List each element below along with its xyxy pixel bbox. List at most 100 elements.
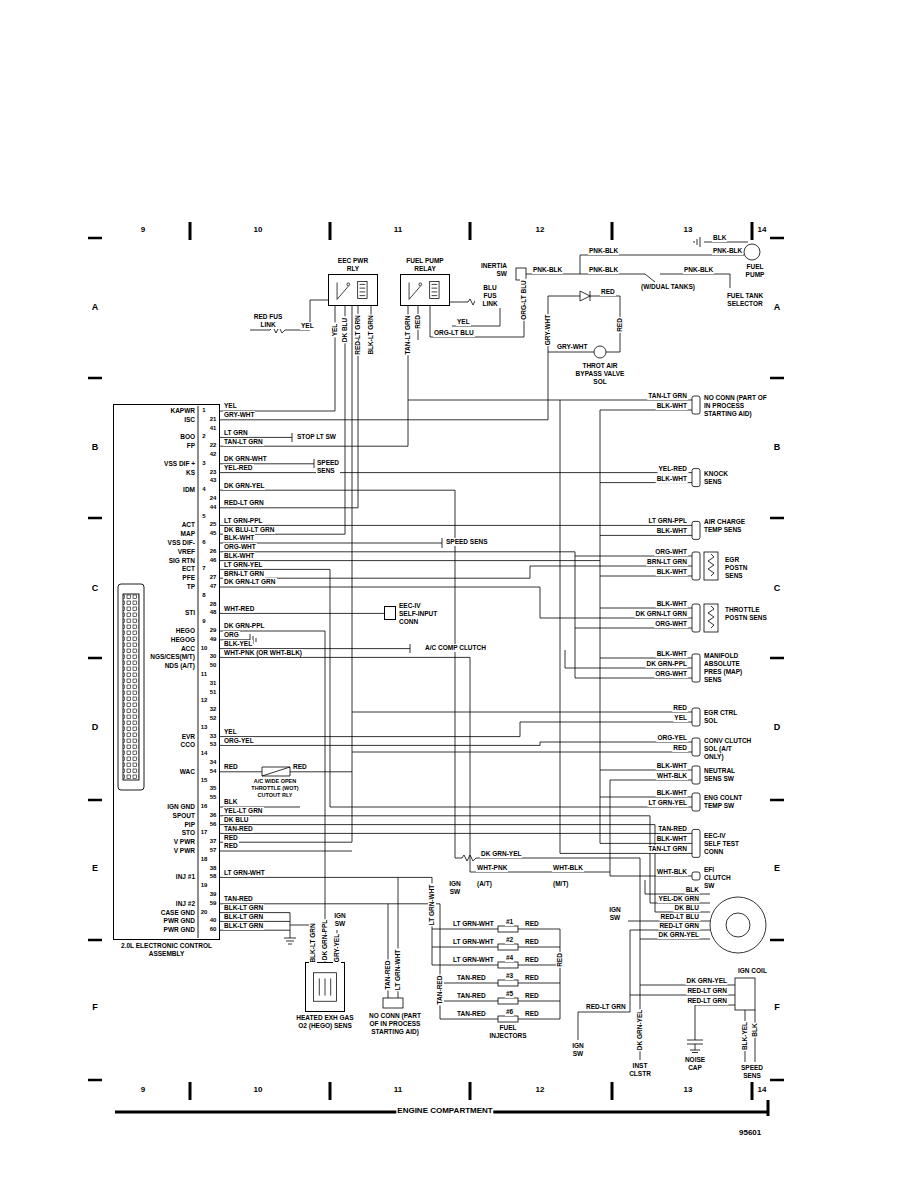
part-label: RED bbox=[616, 317, 624, 333]
pin-number: 3 bbox=[201, 460, 206, 467]
part-label: SPEED SENS bbox=[445, 538, 489, 546]
part-label: ORG-WHT bbox=[654, 670, 688, 678]
part-label: LT GRN-YEL bbox=[647, 799, 688, 807]
pin-name: TP bbox=[186, 583, 196, 591]
wires bbox=[692, 872, 700, 880]
wires bbox=[594, 346, 606, 358]
pin-name: NGS/CES(M/T) bbox=[149, 653, 196, 661]
wires bbox=[498, 1016, 518, 1022]
part-label: DK BLU bbox=[341, 317, 349, 344]
wires bbox=[352, 712, 692, 752]
pin-name: ACC bbox=[180, 645, 196, 653]
wire-color: YEL-RED bbox=[223, 464, 254, 472]
wire-color: YEL bbox=[223, 728, 238, 736]
part-label: BLK bbox=[712, 234, 727, 242]
pin-number: 22 bbox=[209, 442, 218, 449]
wires bbox=[292, 433, 442, 653]
part-label: THROTTLE POSTN SENS bbox=[724, 606, 769, 622]
pin-name: PWR GND bbox=[163, 917, 196, 925]
part-label: RED-LT GRN bbox=[658, 922, 700, 930]
part-label: DK GRN-YEL bbox=[480, 850, 522, 858]
part-label: YEL bbox=[456, 318, 471, 326]
pin-number: 26 bbox=[209, 548, 218, 555]
pin-number: 16 bbox=[200, 803, 209, 810]
pin-number: 24 bbox=[209, 495, 218, 502]
pin-number: 21 bbox=[209, 416, 218, 423]
part-label: ORG-YEL bbox=[656, 734, 688, 742]
relay-box: FUEL PUMP RELAY bbox=[400, 274, 450, 306]
part-label: ENG COLNT TEMP SW bbox=[703, 794, 753, 810]
pin-name: SPOUT bbox=[172, 812, 196, 820]
wire-color: ORG bbox=[223, 631, 240, 639]
wire-color: ORG-WHT bbox=[223, 543, 257, 551]
part-label: PNK-BLK bbox=[683, 266, 714, 274]
grid-number: 10 bbox=[253, 225, 264, 235]
pin-number: 17 bbox=[200, 829, 209, 836]
wires bbox=[692, 654, 700, 682]
wires bbox=[687, 1005, 735, 1053]
grid-marks bbox=[115, 1100, 768, 1116]
grid-number: 11 bbox=[393, 225, 403, 235]
grid-number: 13 bbox=[683, 1085, 694, 1095]
pin-number: 20 bbox=[200, 909, 209, 916]
pin-name: PFE bbox=[181, 574, 196, 582]
part-label: TAN-RED bbox=[456, 974, 487, 982]
part-label: (A/T) bbox=[476, 880, 493, 888]
pin-name: STO bbox=[181, 829, 196, 837]
pin-number: 30 bbox=[209, 653, 218, 660]
part-label: #4 bbox=[505, 954, 514, 962]
grid-letter: A bbox=[91, 302, 100, 313]
pin-name: VSS DIF + bbox=[163, 460, 196, 468]
node-title: EEC-IV SELF-INPUT CONN bbox=[399, 602, 441, 626]
grid-letter: B bbox=[773, 442, 782, 453]
part-label: EGR CTRL SOL bbox=[703, 709, 743, 725]
part-label: GRY-WHT bbox=[556, 343, 588, 351]
grid-number: 9 bbox=[140, 225, 146, 235]
wires bbox=[262, 767, 290, 776]
wires bbox=[692, 766, 700, 784]
part-label: TAN-LT GRN bbox=[647, 845, 688, 853]
part-label: BLK-WHT bbox=[656, 789, 688, 797]
part-label: RED-LT GRN bbox=[585, 1003, 627, 1011]
part-label: BRN-LT GRN bbox=[646, 558, 688, 566]
part-label: NOISE CAP bbox=[680, 1056, 710, 1072]
wires bbox=[526, 255, 744, 288]
wire-color: DK GRN-PPL bbox=[223, 622, 265, 630]
part-label: RED bbox=[524, 956, 540, 964]
grid-letter: E bbox=[91, 863, 99, 874]
grid-number: 13 bbox=[683, 225, 694, 235]
wires bbox=[220, 833, 692, 834]
part-label: RED bbox=[524, 974, 540, 982]
part-label: DK GRN-PPL bbox=[646, 660, 688, 668]
wires bbox=[220, 771, 352, 772]
pin-number: 46 bbox=[209, 557, 218, 564]
part-label: 95601 bbox=[738, 1128, 762, 1138]
wires bbox=[704, 552, 718, 580]
part-label: BLK-WHT bbox=[656, 650, 688, 658]
sensor-box: HEATED EXH GAS O2 (HEGO) SENS bbox=[305, 962, 345, 1012]
node-title: EEC PWR RLY bbox=[331, 257, 375, 273]
part-label: LT GRN-WHT bbox=[394, 949, 402, 992]
part-label: BLK bbox=[685, 886, 700, 894]
part-label: RED bbox=[524, 992, 540, 1000]
part-label: #2 bbox=[505, 936, 514, 944]
wires bbox=[692, 793, 700, 811]
pin-number: 32 bbox=[209, 706, 218, 713]
pin-number: 41 bbox=[209, 425, 218, 432]
part-label: MANIFOLD ABSOLUTE PRES (MAP) SENS bbox=[703, 652, 753, 684]
part-label: SPEED SENS bbox=[316, 459, 340, 475]
wire-color: RED bbox=[223, 763, 239, 771]
part-label: IGN SW bbox=[444, 880, 466, 896]
wires bbox=[220, 566, 692, 578]
part-label: RED FUS LINK bbox=[251, 313, 285, 329]
part-label: #6 bbox=[505, 1008, 514, 1016]
pin-number: 9 bbox=[201, 618, 206, 625]
pin-name: WAC bbox=[179, 768, 196, 776]
part-label: (M/T) bbox=[552, 880, 570, 888]
pin-number: 59 bbox=[209, 900, 218, 907]
wires bbox=[220, 816, 710, 903]
wires bbox=[498, 944, 518, 950]
wires bbox=[610, 780, 692, 872]
part-label: RED bbox=[524, 920, 540, 928]
part-label: PNK-BLK bbox=[588, 247, 619, 255]
